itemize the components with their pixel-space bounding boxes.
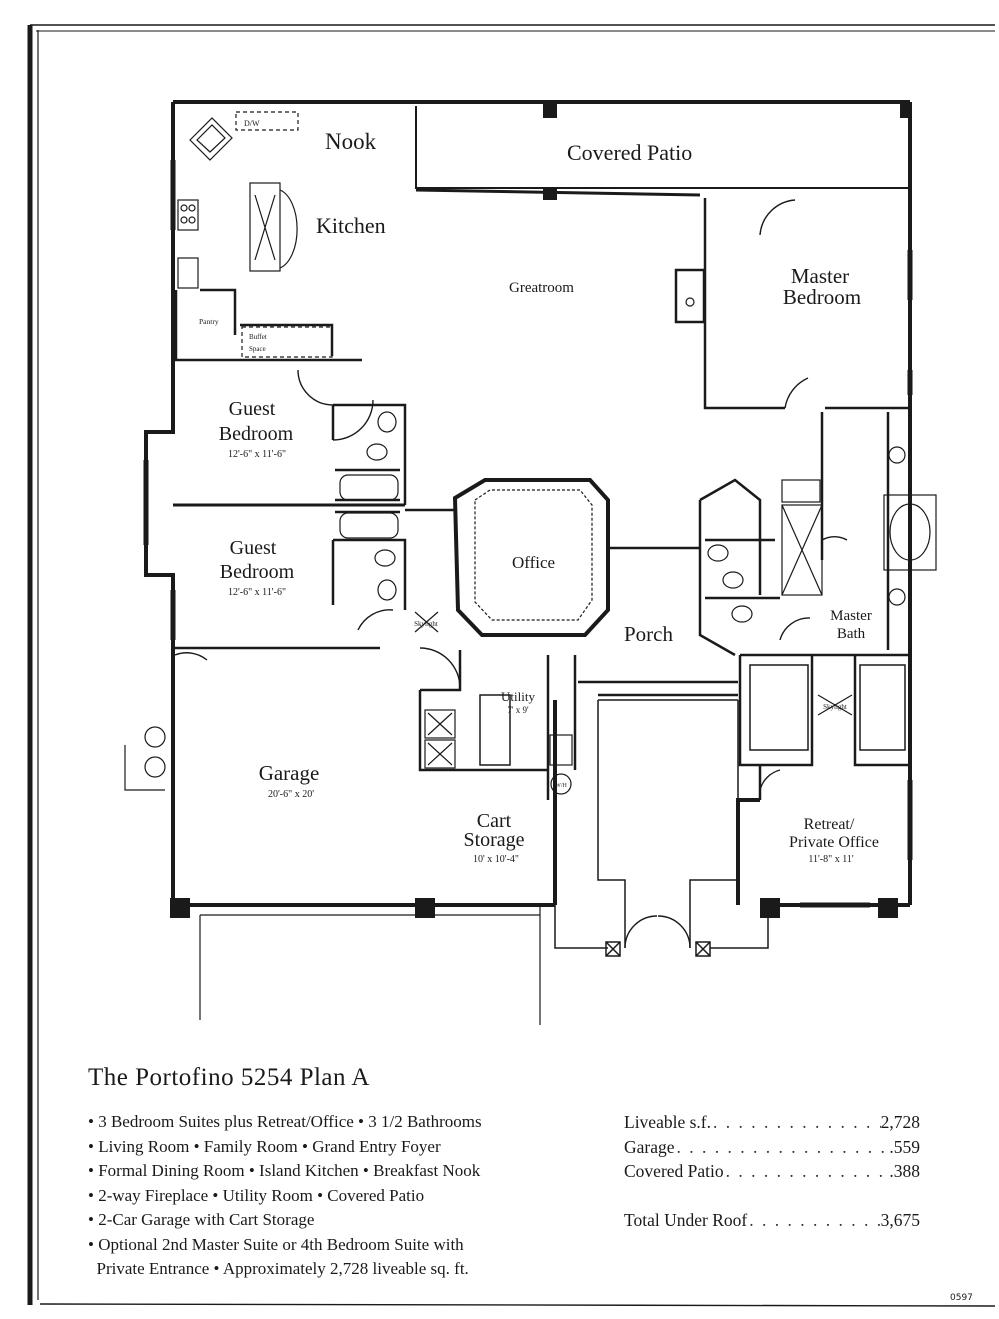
label-greatroom: Greatroom bbox=[509, 280, 574, 296]
feature-list: • 3 Bedroom Suites plus Retreat/Office •… bbox=[88, 1110, 482, 1282]
stat-garage: Garage .559 bbox=[624, 1137, 920, 1162]
stat-label: Garage bbox=[624, 1136, 675, 1157]
stat-label: Total Under Roof bbox=[624, 1209, 748, 1230]
label-cart-storage-2: Storage bbox=[463, 829, 524, 851]
label-porch: Porch bbox=[624, 622, 673, 646]
entry-walkway bbox=[199, 699, 769, 1025]
label-cart-storage-dim: 10' x 10'-4" bbox=[473, 854, 519, 865]
room-labels: Nook Covered Patio Kitchen Greatroom Mas… bbox=[199, 119, 879, 865]
label-utility-dim: 7' x 9' bbox=[507, 705, 529, 715]
stat-label: Covered Patio bbox=[624, 1161, 724, 1181]
entry-lanterns bbox=[605, 941, 711, 957]
dot-leader bbox=[747, 1210, 880, 1231]
document-code: 0597 bbox=[950, 1293, 973, 1303]
windows bbox=[143, 160, 913, 908]
dot-leader bbox=[711, 1112, 881, 1133]
label-buffet-1: Buffet bbox=[249, 333, 267, 341]
label-master-bath-1: Master bbox=[830, 608, 872, 624]
label-guest-bedroom-1-dim: 12'-6" x 11'-6" bbox=[228, 449, 286, 460]
label-buffet-2: Space bbox=[249, 345, 266, 353]
label-retreat-2: Private Office bbox=[789, 834, 879, 851]
stat-label: Liveable s.f. bbox=[624, 1112, 711, 1132]
label-skylight-master: Skylight bbox=[823, 703, 847, 711]
label-office: Office bbox=[512, 553, 555, 572]
label-nook: Nook bbox=[325, 129, 377, 154]
stat-value: 3,675 bbox=[880, 1209, 920, 1230]
label-master-bedroom-1: Master bbox=[791, 264, 849, 288]
feature-item: Private Entrance • Approximately 2,728 l… bbox=[88, 1259, 469, 1278]
feature-item: • 3 Bedroom Suites plus Retreat/Office •… bbox=[88, 1112, 482, 1131]
covered-patio-outline bbox=[415, 106, 908, 197]
label-retreat-1: Retreat/ bbox=[804, 816, 855, 833]
label-dw: D/W bbox=[244, 119, 260, 128]
area-stats: Liveable s.f. 2,728 Garage .559 Covered … bbox=[624, 1112, 920, 1234]
label-guest-bedroom-2-b: Bedroom bbox=[220, 561, 295, 583]
stat-value: 2,728 bbox=[880, 1112, 920, 1132]
stat-value: .388 bbox=[889, 1161, 920, 1181]
feature-item: • Living Room • Family Room • Grand Entr… bbox=[88, 1136, 441, 1156]
page-frame bbox=[27, 24, 996, 1307]
label-guest-bedroom-1-a: Guest bbox=[229, 398, 276, 420]
label-retreat-dim: 11'-8" x 11' bbox=[808, 854, 853, 865]
feature-item: • Optional 2nd Master Suite or 4th Bedro… bbox=[88, 1234, 464, 1254]
feature-item: • 2-Car Garage with Cart Storage bbox=[88, 1210, 315, 1229]
stat-covered-patio: Covered Patio .388 bbox=[624, 1161, 920, 1186]
interior-walls bbox=[173, 198, 910, 800]
label-guest-bedroom-1-b: Bedroom bbox=[219, 423, 294, 445]
label-pantry: Pantry bbox=[199, 317, 219, 326]
label-cart-storage-1: Cart bbox=[477, 810, 512, 832]
label-guest-bedroom-2-a: Guest bbox=[230, 537, 277, 559]
feature-item: • 2-way Fireplace • Utility Room • Cover… bbox=[88, 1185, 425, 1205]
columns bbox=[170, 104, 912, 918]
label-utility: Utility bbox=[501, 689, 535, 704]
doors bbox=[174, 199, 848, 949]
dot-leader bbox=[724, 1161, 890, 1182]
label-wh: W/H bbox=[555, 783, 567, 789]
label-garage-dim: 20'-6" x 20' bbox=[268, 789, 314, 800]
dot-leader bbox=[675, 1137, 890, 1158]
feature-item: • Formal Dining Room • Island Kitchen • … bbox=[88, 1161, 481, 1180]
label-garage: Garage bbox=[259, 761, 320, 785]
label-skylight: Skylight bbox=[414, 620, 438, 628]
label-kitchen: Kitchen bbox=[316, 213, 386, 238]
fixtures bbox=[124, 111, 937, 795]
stat-total-under-roof: Total Under Roof 3,675 bbox=[624, 1210, 920, 1235]
label-master-bedroom-2: Bedroom bbox=[783, 285, 861, 309]
plan-title: The Portofino 5254 Plan A bbox=[88, 1064, 370, 1091]
label-guest-bedroom-2-dim: 12'-6" x 11'-6" bbox=[228, 587, 286, 598]
label-covered-patio: Covered Patio bbox=[567, 140, 692, 165]
stat-value: .559 bbox=[889, 1136, 920, 1157]
stat-liveable: Liveable s.f. 2,728 bbox=[624, 1112, 920, 1137]
label-master-bath-2: Bath bbox=[837, 626, 866, 642]
